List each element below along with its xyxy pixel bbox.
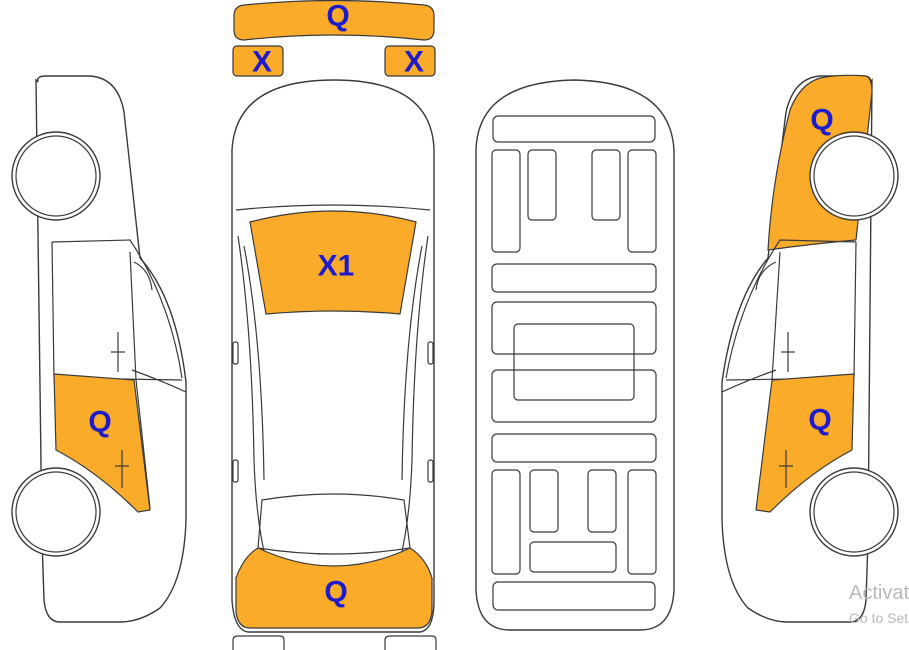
- windshield-label: X1: [318, 250, 355, 283]
- top-view: Q X X X1 Q: [231, 0, 437, 650]
- activation-watermark-subtitle: Go to Set: [849, 610, 909, 626]
- left-rear-wheel: [11, 467, 101, 557]
- activation-watermark-title: Activat: [849, 582, 909, 604]
- right-front-fender-label: Q: [810, 104, 833, 137]
- left-front-wheel: [11, 131, 101, 221]
- right-rear-door-damage: [755, 373, 855, 513]
- left-rear-door-damage: [53, 373, 151, 513]
- rear-bumper-damage: [235, 547, 433, 629]
- headlight-left-label: X: [252, 46, 272, 79]
- headlight-right-label: X: [404, 46, 424, 79]
- headlight-left-damage: [232, 45, 284, 77]
- headlight-right-damage: [384, 45, 436, 77]
- front-bumper-label: Q: [326, 0, 349, 33]
- windshield-damage: [249, 210, 417, 315]
- underbody-view: [475, 79, 675, 631]
- front-bumper-damage: [233, 0, 435, 41]
- right-front-wheel: [809, 131, 899, 221]
- left-rear-door-label: Q: [88, 406, 111, 439]
- right-rear-door-label: Q: [808, 404, 831, 437]
- rear-bumper-label: Q: [324, 576, 347, 609]
- right-side-view: Q Q: [721, 74, 899, 623]
- right-rear-wheel: [809, 467, 899, 557]
- left-side-view: Q: [11, 75, 187, 623]
- underbody-outline: [475, 79, 675, 631]
